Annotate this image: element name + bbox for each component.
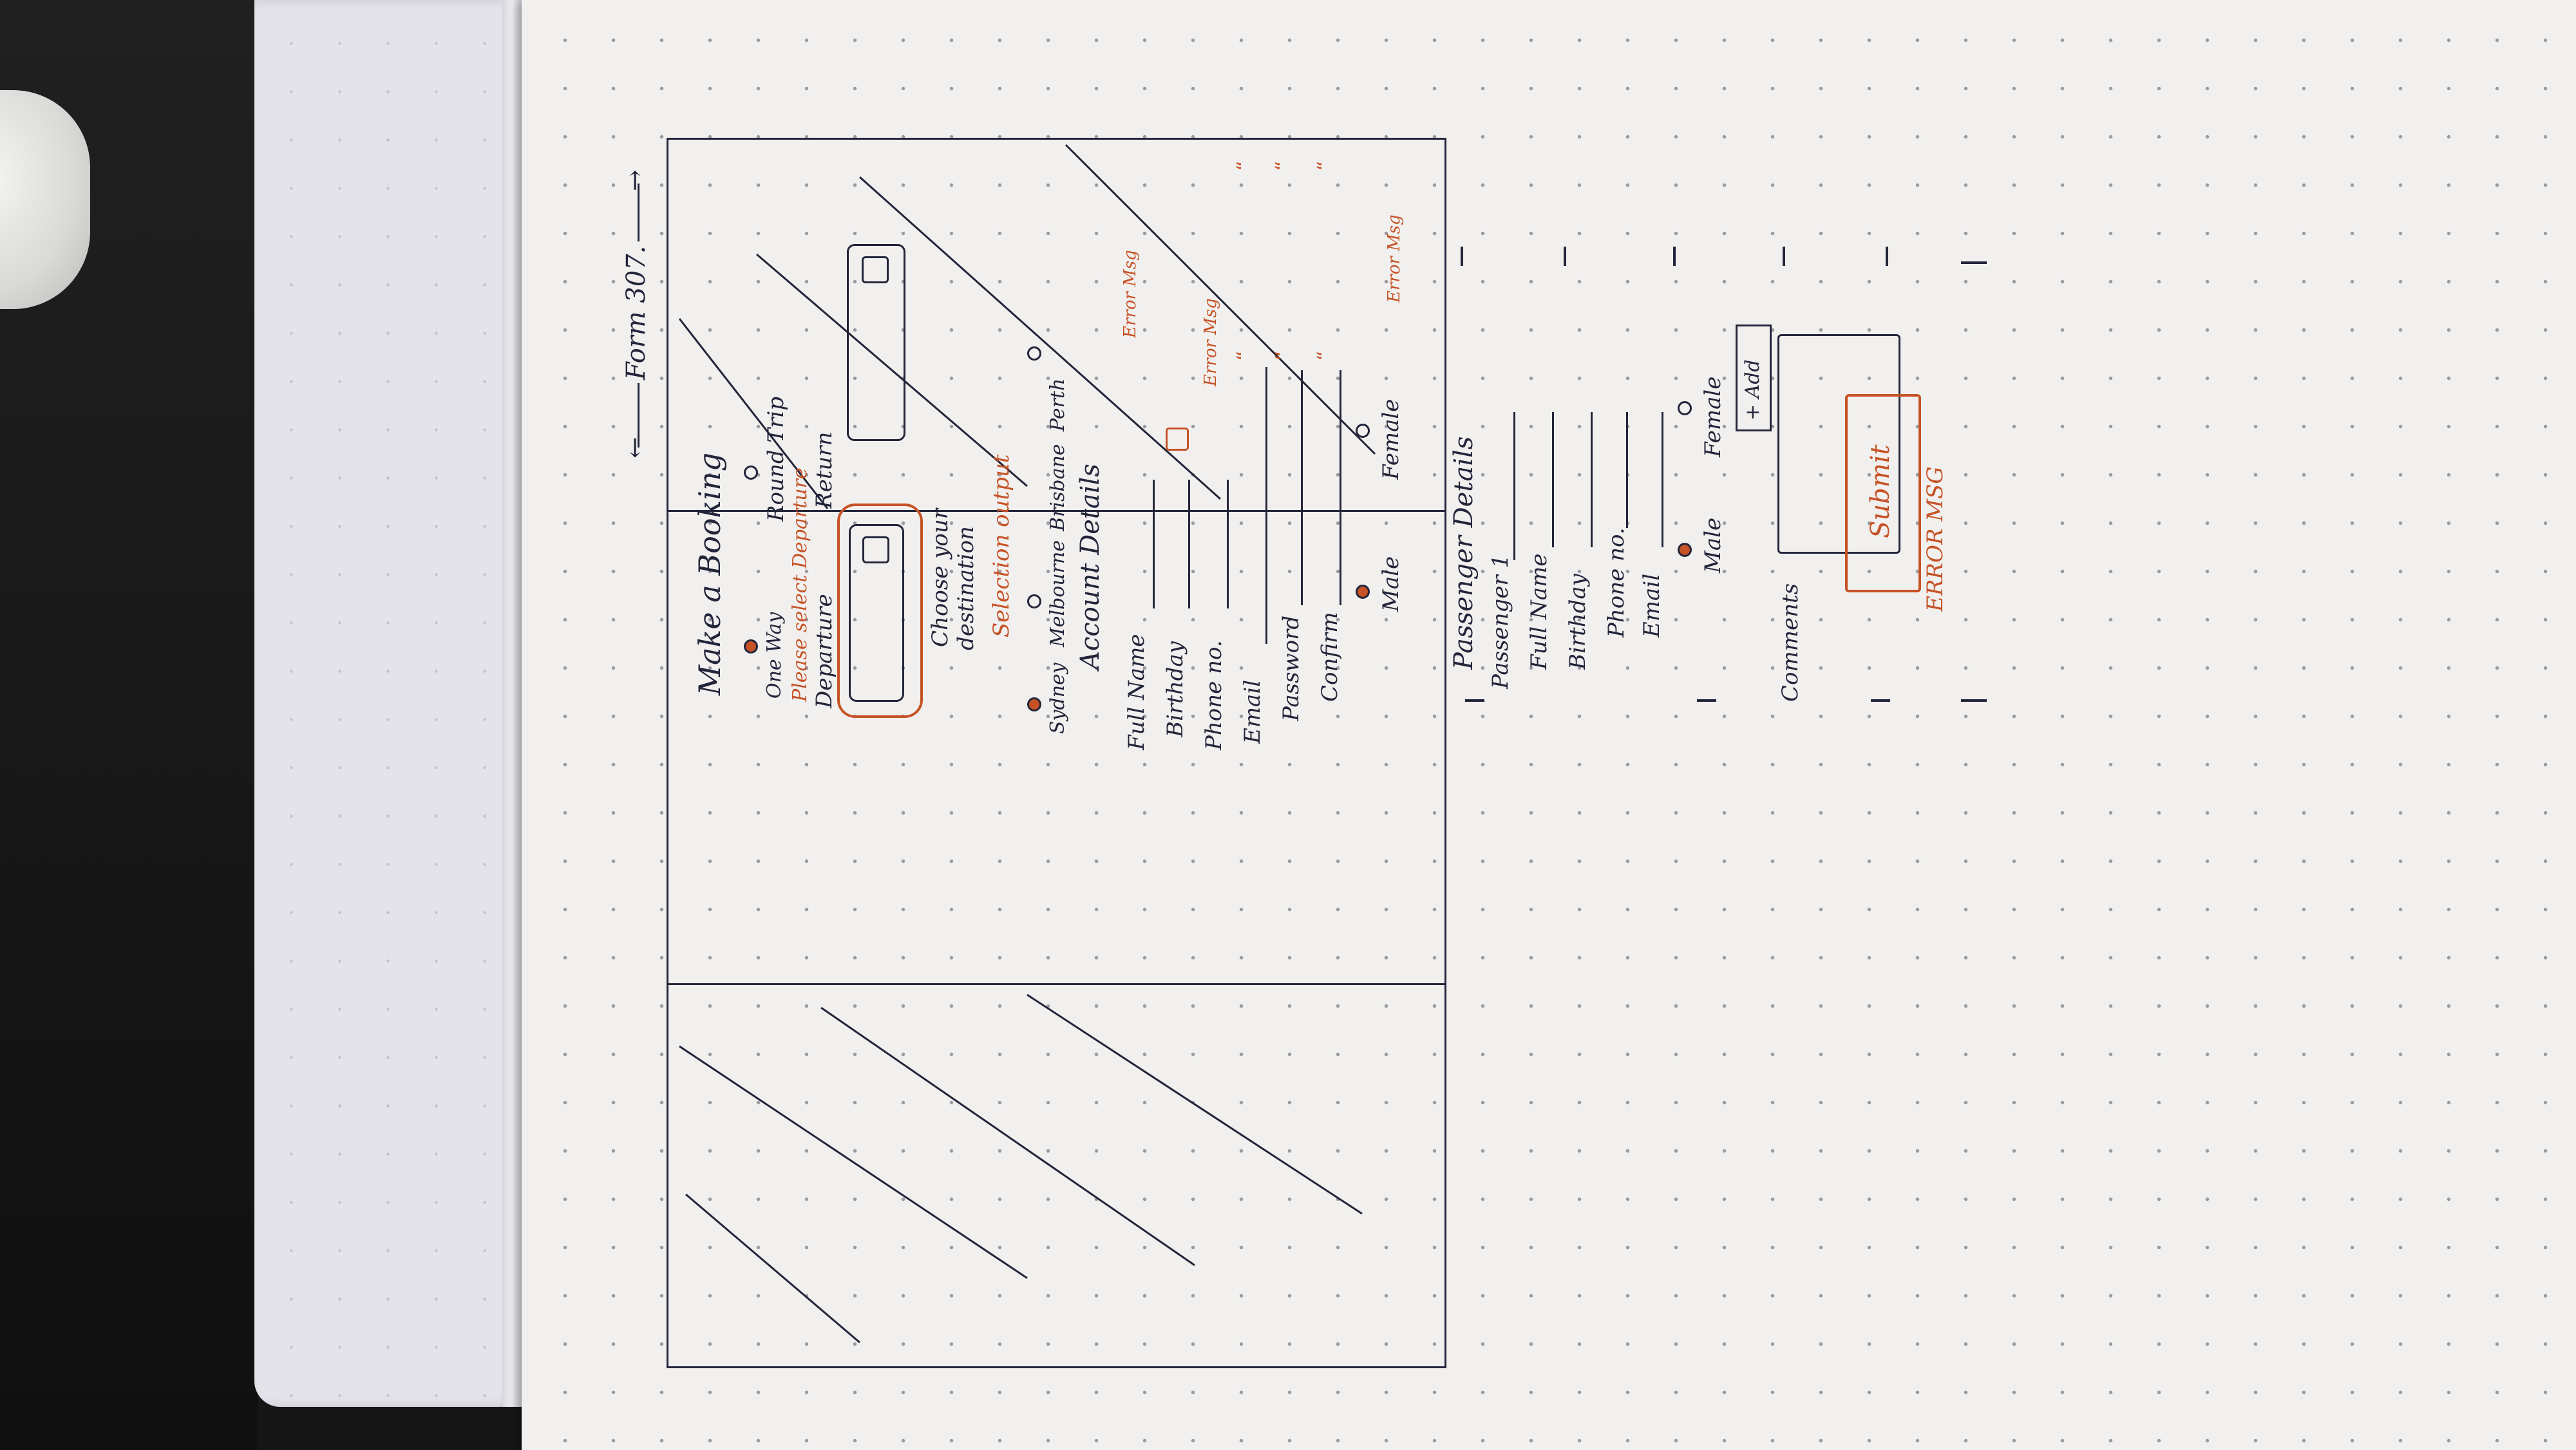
destination-output: Selection output <box>989 454 1014 637</box>
round-trip-radio[interactable] <box>744 466 758 480</box>
account-password-label: Password <box>1278 615 1304 721</box>
ditto-mark: “ <box>1314 350 1336 361</box>
form-heading: Make a Booking <box>692 452 727 695</box>
account-heading: Account Details <box>1075 464 1105 670</box>
dash-mark <box>1961 699 1987 702</box>
ditto-mark: “ <box>1233 160 1256 171</box>
account-male-label: Male <box>1378 556 1404 612</box>
perth-radio[interactable] <box>1027 346 1041 361</box>
return-date-input[interactable] <box>847 244 905 441</box>
arrow-left-icon: ← <box>620 437 650 458</box>
dash-mark <box>1886 247 1888 266</box>
comments-label: Comments <box>1777 583 1803 702</box>
passenger-female-radio[interactable] <box>1678 401 1692 415</box>
melbourne-label: Melbourne <box>1046 540 1069 647</box>
add-passenger-label: + Add <box>1741 359 1764 420</box>
account-birthday-input[interactable] <box>1188 480 1190 608</box>
dash-mark <box>1697 699 1716 702</box>
notebook-back-page <box>254 0 525 1407</box>
form-title: Form 307. <box>621 245 651 380</box>
account-female-label: Female <box>1378 399 1404 480</box>
passenger-email-label: Email <box>1639 573 1665 637</box>
passenger-birthday-label: Birthday <box>1565 574 1591 670</box>
arrow-right-icon: → <box>620 169 650 191</box>
one-way-radio[interactable] <box>744 639 758 654</box>
notebook-fold <box>502 0 522 1407</box>
dash-mark <box>1961 261 1987 264</box>
passenger-male-label: Male <box>1700 517 1726 573</box>
departure-error: Please select Departure <box>789 467 811 702</box>
notebook-page <box>522 0 2576 1450</box>
sydney-radio[interactable] <box>1027 697 1041 711</box>
full-name-error: Error Msg <box>1121 250 1140 338</box>
departure-date-input[interactable] <box>849 524 904 702</box>
account-female-radio[interactable] <box>1356 424 1370 438</box>
gender-error: Error Msg <box>1385 214 1404 303</box>
account-full-name-input[interactable] <box>1153 480 1155 608</box>
hatched-panel-left <box>679 993 1363 1344</box>
birthday-error: Error Msg <box>1201 298 1220 386</box>
passenger-phone-label: Phone no. <box>1604 527 1629 637</box>
ditto-mark: “ <box>1272 160 1294 171</box>
passenger-birthday-input[interactable] <box>1591 412 1593 547</box>
hatched-panel-right <box>678 144 1376 509</box>
passenger-male-radio[interactable] <box>1678 543 1692 557</box>
ditto-mark: “ <box>1233 350 1256 361</box>
one-way-label: One Way <box>763 612 786 699</box>
departure-label: Departure <box>811 594 837 708</box>
passenger-female-label: Female <box>1700 376 1726 457</box>
ditto-mark: “ <box>1314 160 1336 171</box>
brisbane-label: Brisbane <box>1046 444 1069 531</box>
sketch-sheet: ← Form 307. → Make a Booking One Way Rou… <box>551 138 2470 1368</box>
mug <box>0 90 90 309</box>
account-email-label: Email <box>1240 679 1265 744</box>
melbourne-radio[interactable] <box>1027 594 1041 608</box>
passenger-full-name-input[interactable] <box>1552 412 1554 547</box>
account-email-input[interactable] <box>1265 367 1267 644</box>
birthday-calendar-icon <box>1166 428 1189 451</box>
dash-mark <box>1461 247 1463 266</box>
account-password-input[interactable] <box>1301 370 1303 605</box>
submit-error: ERROR MSG <box>1922 466 1948 612</box>
calendar-icon <box>862 536 889 563</box>
account-birthday-label: Birthday <box>1162 641 1188 737</box>
perth-label: Perth <box>1046 378 1069 431</box>
passenger-email-input[interactable] <box>1662 412 1663 547</box>
destination-prompt-1: Choose your <box>927 508 953 647</box>
passenger-number-label: Passenger 1 <box>1488 554 1513 689</box>
destination-prompt-2: destination <box>953 526 979 650</box>
dash-mark <box>1564 247 1566 266</box>
sydney-label: Sydney <box>1046 663 1069 734</box>
add-passenger-button[interactable]: + Add <box>1736 325 1772 431</box>
sketch-rotated: ← Form 307. → Make a Booking One Way Rou… <box>551 138 2470 1368</box>
account-phone-label: Phone no. <box>1201 640 1227 750</box>
dash-mark <box>1673 247 1676 266</box>
dash-mark <box>1871 699 1890 702</box>
account-confirm-input[interactable] <box>1340 370 1341 605</box>
passenger-full-name-label: Full Name <box>1526 553 1552 670</box>
passenger-heading: Passenger Details <box>1449 436 1479 670</box>
arrow-right-line <box>638 184 639 241</box>
submit-button[interactable]: Submit <box>1845 394 1921 592</box>
passenger-number-input[interactable] <box>1513 412 1515 560</box>
calendar-icon <box>862 256 889 283</box>
account-full-name-label: Full Name <box>1124 634 1150 750</box>
ditto-mark: “ <box>1272 350 1294 361</box>
account-phone-input[interactable] <box>1227 480 1229 608</box>
passenger-phone-input[interactable] <box>1626 412 1628 528</box>
account-male-radio[interactable] <box>1356 585 1370 599</box>
submit-label: Submit <box>1866 444 1895 538</box>
round-trip-label: Round Trip <box>763 396 789 522</box>
dash-mark <box>1465 699 1484 702</box>
return-label: Return <box>811 431 837 509</box>
dash-mark <box>1783 247 1785 266</box>
account-confirm-label: Confirm <box>1317 612 1343 702</box>
